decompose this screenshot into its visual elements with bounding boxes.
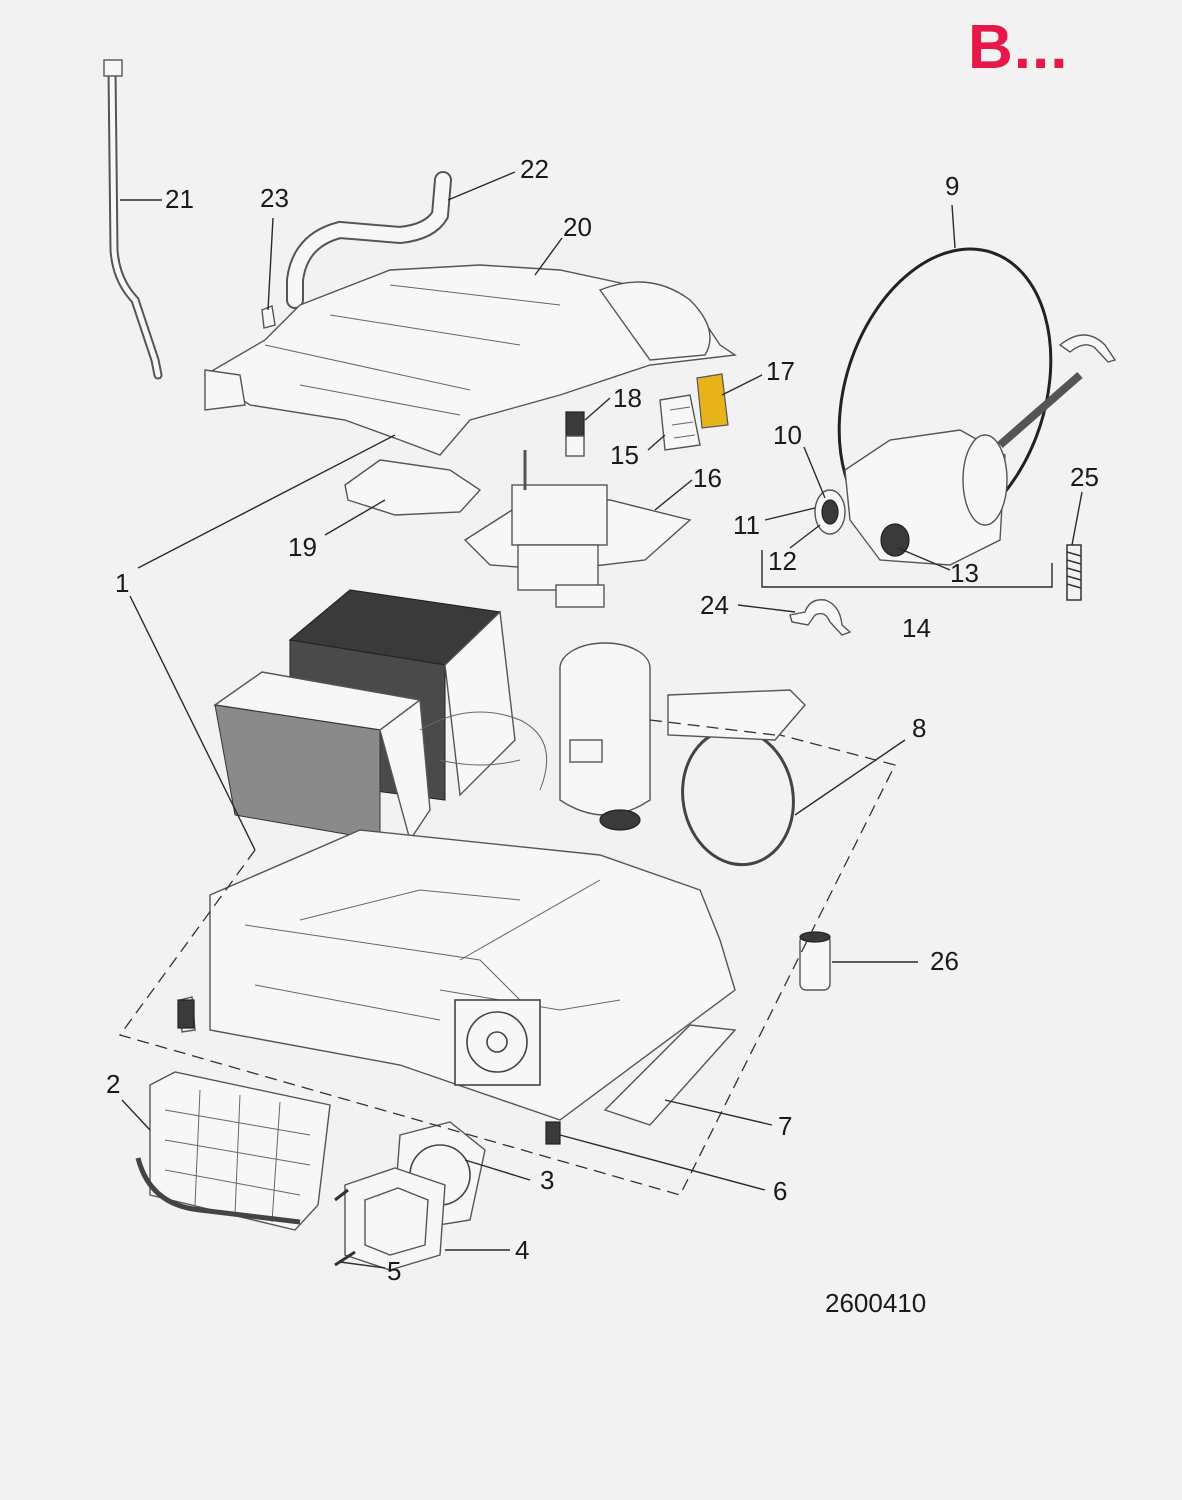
callout-26: 26 <box>930 946 959 976</box>
callout-10: 10 <box>773 420 802 450</box>
part-18-plug <box>565 411 585 457</box>
part-21-drain-tube <box>103 59 163 380</box>
callout-25: 25 <box>1070 462 1099 492</box>
part-15-terminal-block <box>659 394 701 451</box>
callout-7: 7 <box>778 1111 792 1141</box>
part-20-top-cover <box>203 264 737 456</box>
callout-21: 21 <box>165 184 194 214</box>
callout-17: 17 <box>766 356 795 386</box>
part-17-control-board <box>696 373 729 429</box>
callout-5: 5 <box>387 1256 401 1286</box>
callout-20: 20 <box>563 212 592 242</box>
drawing-number: 2600410 <box>825 1288 927 1318</box>
part-25-spring <box>1066 544 1082 601</box>
part-16-pump-assembly <box>463 450 692 608</box>
part-26-filter-drier <box>799 931 831 991</box>
callout-15: 15 <box>610 440 639 470</box>
callout-6: 6 <box>773 1176 787 1206</box>
part-left-foot <box>177 999 195 1029</box>
assembly-boundary-ext <box>649 719 776 736</box>
part-10-11-12-pulley <box>814 489 846 535</box>
part-5-screws <box>334 1188 356 1267</box>
part-condenser-coil <box>213 671 431 842</box>
callout-24: 24 <box>700 590 729 620</box>
leader-lines <box>120 171 1083 1269</box>
part-6-foot <box>545 1121 561 1145</box>
callout-14-bracket <box>761 550 1053 588</box>
callout-19: 19 <box>288 532 317 562</box>
callout-23: 23 <box>260 183 289 213</box>
section-badge: B... <box>968 13 1069 82</box>
part-base-pan <box>179 829 736 1121</box>
callout-22: 22 <box>520 154 549 184</box>
callout-14: 14 <box>902 613 931 643</box>
callout-1: 1 <box>115 568 129 598</box>
callout-2: 2 <box>106 1069 120 1099</box>
part-13-motor <box>844 371 1083 566</box>
part-4-fan-frame <box>344 1167 446 1271</box>
callout-12: 12 <box>768 546 797 576</box>
callout-18: 18 <box>613 383 642 413</box>
callout-11: 11 <box>733 510 760 540</box>
part-24-strap <box>789 599 852 636</box>
part-2-grille <box>135 1071 331 1231</box>
part-19-bracket <box>344 459 482 516</box>
callout-16: 16 <box>693 463 722 493</box>
callout-labels: 1 2 3 4 5 6 7 8 9 10 11 12 13 14 15 16 1… <box>106 154 1099 1286</box>
callout-9: 9 <box>945 171 959 201</box>
part-7-base-plate <box>603 1024 737 1126</box>
part-22-hose <box>286 171 452 309</box>
callout-3: 3 <box>540 1165 554 1195</box>
callout-8: 8 <box>912 713 926 743</box>
part-motor-strap <box>1058 334 1117 363</box>
assembly-boundary <box>118 734 896 1196</box>
part-compressor <box>559 642 651 831</box>
callout-4: 4 <box>515 1235 529 1265</box>
part-side-plate <box>667 689 806 741</box>
callout-13: 13 <box>950 558 979 588</box>
part-8-gasket <box>681 727 795 867</box>
